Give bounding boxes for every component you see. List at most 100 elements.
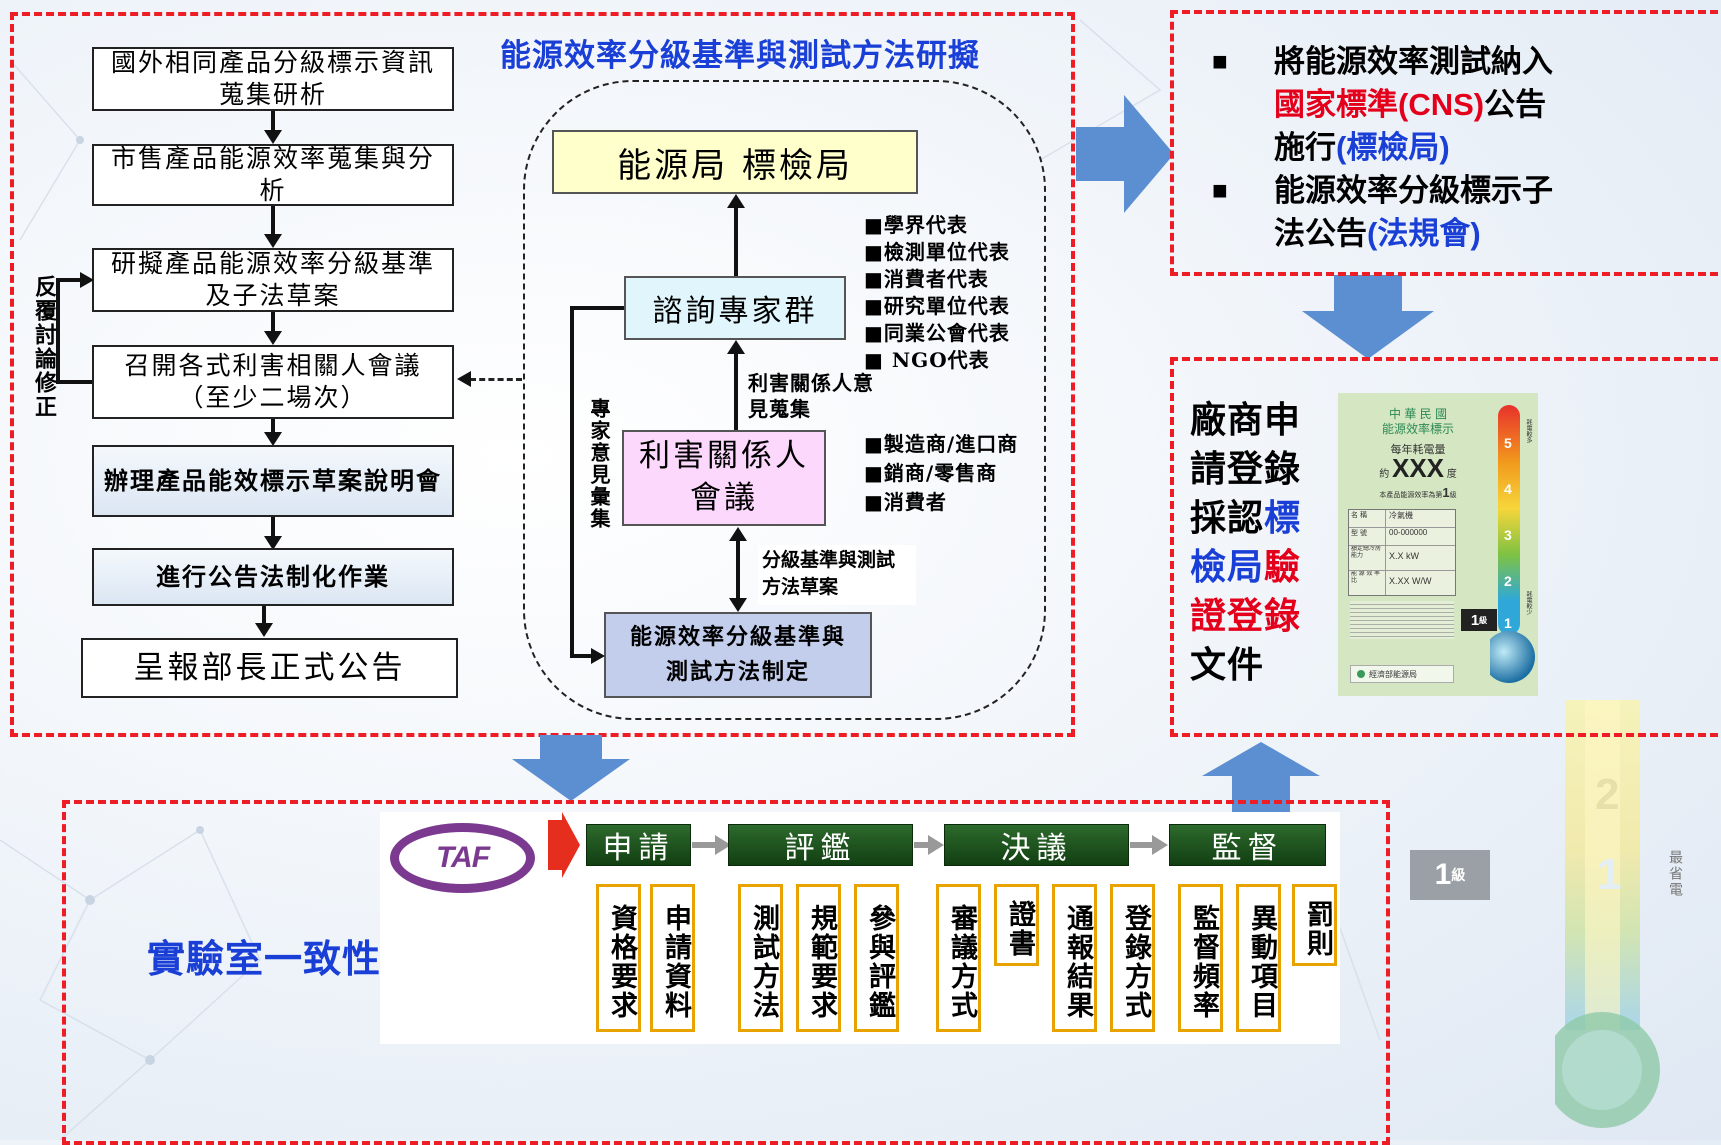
leaf-icon — [1357, 670, 1365, 678]
opinion-label: 利害關係人意見蒐集 — [748, 371, 874, 421]
right-top-item-2-text: 能源效率分級標示子法公告(法規會) — [1274, 169, 1562, 255]
expert-path-line — [570, 306, 574, 658]
arrow-up-icon — [727, 194, 745, 208]
bullet-icon: ■ — [1212, 175, 1228, 205]
stakeholder-member: ■製造商/進口商 — [864, 432, 1019, 456]
thermometer-scale-icon — [1490, 405, 1535, 683]
label-footer: 經濟部能源局 — [1350, 665, 1454, 683]
right-top-item-1: ■ 將能源效率測試納入國家標準(CNS)公告施行(標檢局) — [1212, 40, 1562, 169]
agency-box: 能源局 標檢局 — [552, 130, 918, 194]
thermometer-graphic — [1544, 700, 1660, 1128]
big-arrow-up-icon — [1202, 742, 1320, 842]
sub-join-assessment: 參與評鑑 — [854, 884, 899, 1032]
sub-qualification: 資格要求 — [596, 884, 641, 1032]
arrow-up-icon — [727, 340, 745, 354]
flow-step-4: 召開各式利害相關人會議（至少二場次） — [92, 345, 454, 419]
experts-box: 諮詢專家群 — [624, 276, 846, 340]
energy-label-card: 中 華 民 國 能源效率標示 每年耗電量 約 XXX 度 本產品能源效率為第1級… — [1338, 393, 1538, 696]
label-scale-5: 5 — [1504, 435, 1512, 451]
sub-test-method: 測試方法 — [738, 884, 783, 1032]
expert-member: ■消費者代表 — [864, 267, 989, 291]
right-top-list: ■ 將能源效率測試納入國家標準(CNS)公告施行(標檢局) ■ 能源效率分級標示… — [1212, 40, 1562, 255]
sub-penalties: 罰則 — [1292, 884, 1337, 966]
expert-path-line — [570, 306, 624, 310]
center-dashed-region — [523, 80, 1046, 720]
label-value: XXX — [1391, 453, 1445, 483]
bg-grade-badge-suffix: 級 — [1451, 867, 1466, 883]
connector — [271, 312, 275, 334]
big-arrow-down-icon — [512, 735, 630, 801]
stage-assess: 評鑑 — [728, 824, 913, 866]
text-segment-blue: 標檢局 — [1190, 497, 1302, 587]
arrow-down-icon — [264, 432, 282, 446]
draft-label: 分級基準與測試方法草案 — [758, 545, 916, 605]
label-scale-top-label: 耗電較多 — [1525, 419, 1531, 443]
expert-member: ■同業公會代表 — [864, 321, 1010, 345]
left-panel-title: 能源效率分級基準與測試方法研擬 — [500, 38, 980, 73]
label-unit: 度 — [1446, 469, 1457, 480]
connector — [736, 540, 740, 598]
stage-arrow — [692, 835, 731, 855]
expert-member: ■學界代表 — [864, 213, 968, 237]
label-fine-print — [1350, 601, 1454, 639]
label-title: 能源效率標示 — [1381, 422, 1454, 436]
sub-certificate: 證書 — [994, 884, 1039, 966]
feedback-label: 反覆討論修正 — [31, 275, 57, 419]
bg-grade-badge-number: 1 — [1434, 858, 1452, 891]
stakeholder-box: 利害關係人會議 — [622, 430, 826, 526]
text-segment-blue: (標檢局) — [1336, 130, 1450, 165]
connector — [734, 354, 738, 430]
expert-opinion-label: 專家意見彙集 — [587, 398, 611, 530]
label-grade-suffix: 級 — [1449, 492, 1457, 499]
arrow-down-icon — [264, 536, 282, 550]
label-spec-key: 能 源 效 率 比 — [1349, 571, 1386, 595]
background-thermometer: 2 1 最省電 — [1544, 700, 1715, 1140]
feedback-loop-line — [56, 278, 80, 282]
label-spec-value: X.XX W/W — [1389, 576, 1432, 586]
label-spec-value: 冷氣機 — [1389, 511, 1413, 520]
connector — [734, 208, 738, 276]
stakeholder-member: ■銷商/零售商 — [864, 461, 998, 485]
label-spec-value: 00-000000 — [1389, 528, 1428, 537]
text-segment: 公告施行 — [1274, 87, 1547, 165]
text-segment-red: 驗證登錄 — [1190, 546, 1302, 636]
text-segment-blue: (法規會) — [1367, 216, 1481, 251]
label-scale-4: 4 — [1504, 481, 1512, 497]
stage-resolve: 決議 — [944, 824, 1129, 866]
text-segment: 將能源效率測試納入 — [1274, 44, 1553, 79]
label-scale-2: 2 — [1504, 573, 1512, 589]
taf-logo-text: TAF — [435, 841, 490, 874]
taf-logo: TAF — [390, 823, 535, 893]
bg-thermo-number-1: 1 — [1597, 850, 1622, 899]
label-grade-note-text: 本產品能源效率為第 — [1379, 492, 1443, 499]
arrow-down-icon — [729, 598, 747, 612]
label-grade-badge-suffix: 級 — [1479, 615, 1488, 625]
stage-arrow — [914, 835, 944, 855]
expert-members-list: ■學界代表 ■檢測單位代表 ■消費者代表 ■研究單位代表 ■同業公會代表 ■ N… — [864, 212, 1010, 374]
expert-member: ■檢測單位代表 — [864, 240, 1010, 264]
expert-member: ■ NGO代表 — [864, 348, 990, 372]
registration-text: 廠商申請登錄採認標檢局驗證登錄文件 — [1190, 395, 1310, 689]
arrow-down-icon — [264, 331, 282, 345]
big-arrow-right-icon — [1076, 95, 1174, 213]
bullet-icon: ■ — [1212, 46, 1228, 76]
feedback-loop-line — [56, 380, 92, 384]
label-approx: 約 — [1379, 469, 1390, 480]
text-segment: 廠商申請登錄採認 — [1190, 399, 1302, 538]
label-spec-value: X.X kW — [1389, 551, 1420, 561]
arrow-left-icon — [457, 371, 471, 387]
standard-box-label: 能源效率分級基準與測試方法制定 — [629, 623, 846, 685]
label-spec-key: 額定總冷房能力 — [1349, 546, 1386, 570]
flow-step-2: 市售產品能源效率蒐集與分析 — [92, 144, 454, 206]
label-value-row: 約 XXX 度 — [1348, 453, 1488, 484]
right-top-item-1-text: 將能源效率測試納入國家標準(CNS)公告施行(標檢局) — [1274, 40, 1562, 169]
label-grade-note: 本產品能源效率為第1級 — [1348, 485, 1488, 500]
sub-spec-requirements: 規範要求 — [796, 884, 841, 1032]
feedback-loop-line — [56, 278, 60, 384]
arrow-right-icon — [80, 272, 94, 288]
label-consumption: 每年耗電量 — [1390, 444, 1446, 456]
connector — [262, 606, 266, 626]
